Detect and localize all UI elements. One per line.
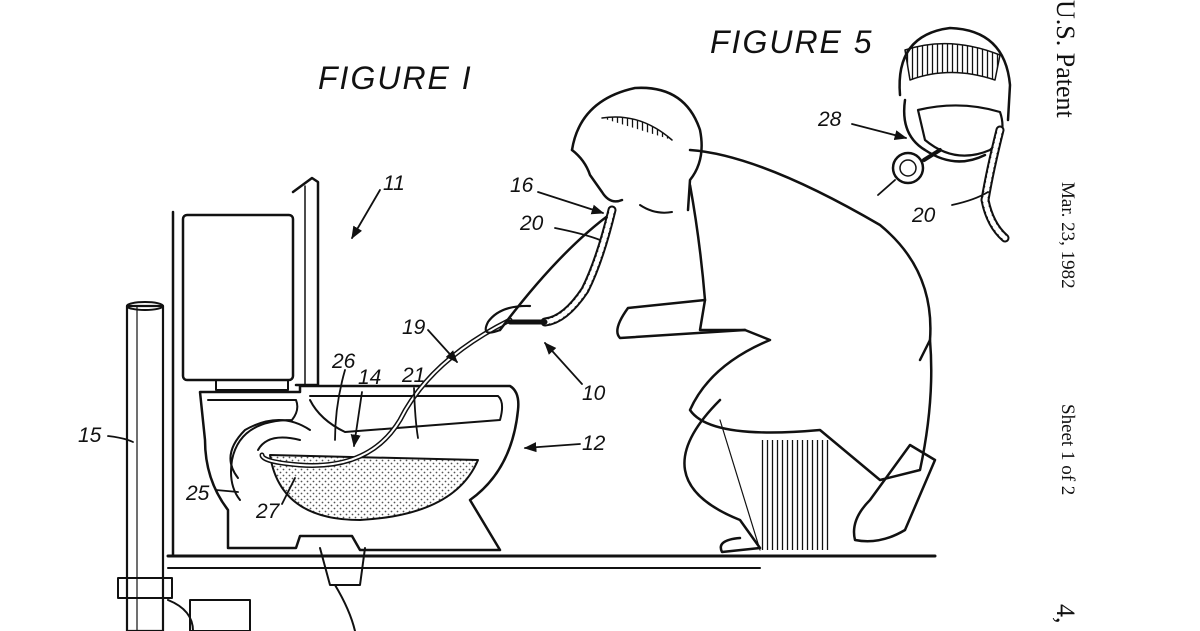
patent-office-label: U.S. Patent (1051, 0, 1080, 118)
label-14: 14 (358, 366, 382, 389)
label-12: 12 (582, 432, 606, 455)
toilet-bowl (198, 384, 520, 631)
vent-pipe (117, 301, 251, 631)
floor (166, 554, 937, 569)
label-10: 10 (582, 382, 606, 405)
figure1-title: FIGURE I (318, 60, 473, 96)
label-21: 21 (402, 364, 426, 387)
label-20-figure5: 20 (912, 204, 936, 227)
figure5-head (891, 26, 1012, 243)
patent-date: Mar. 23, 1982 (1057, 182, 1078, 289)
leader-lines (107, 123, 989, 505)
toilet-tank (181, 176, 320, 391)
label-15: 15 (78, 424, 102, 447)
figure5-title: FIGURE 5 (710, 24, 874, 60)
man-figure (484, 86, 937, 554)
label-26: 26 (332, 350, 356, 373)
label-19: 19 (402, 316, 426, 339)
label-16: 16 (510, 174, 534, 197)
label-20-figure1: 20 (520, 212, 544, 235)
label-28: 28 (818, 108, 842, 131)
label-25: 25 (186, 482, 210, 505)
breathing-tube (507, 205, 617, 327)
patent-sheet: Sheet 1 of 2 (1057, 404, 1078, 496)
label-11: 11 (383, 172, 405, 195)
patent-number-fragment: 4, (1051, 604, 1080, 624)
label-27: 27 (256, 500, 280, 523)
